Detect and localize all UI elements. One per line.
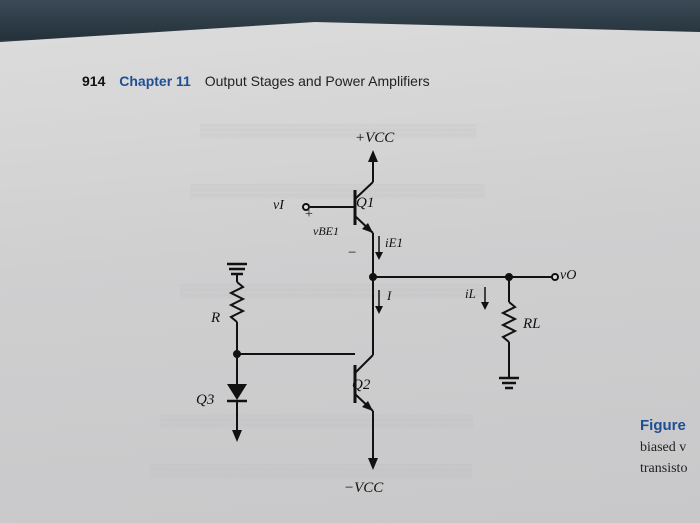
q3-diode	[227, 384, 247, 400]
il-arrow-head	[481, 302, 489, 310]
i-arrow-head	[375, 306, 383, 314]
caption-line-2: transisto	[640, 461, 688, 476]
show-through-text: ▒▒▒▒▒▒▒▒▒▒▒▒▒▒▒▒▒▒▒▒▒▒▒▒▒▒▒▒▒▒▒▒▒▒	[160, 413, 474, 428]
show-through-text: ▒▒▒▒▒▒▒▒▒▒▒▒▒▒▒▒▒▒▒▒▒▒▒▒▒▒▒▒▒▒	[200, 123, 477, 138]
vo-terminal	[551, 273, 559, 281]
vcc-neg-label: −VCC	[344, 480, 384, 496]
r-label: R	[211, 310, 221, 326]
chapter-title: Output Stages and Power Amplifiers	[204, 73, 430, 89]
page-number: 914	[82, 73, 106, 89]
vcc-pos-arrow	[368, 150, 378, 162]
q1-label: Q1	[356, 195, 375, 211]
running-header: 914 Chapter 11 Output Stages and Power A…	[82, 73, 430, 89]
show-through-text: ▒▒▒▒▒▒▒▒▒▒▒▒▒▒▒▒▒▒▒▒▒▒▒▒▒▒▒▒▒▒▒▒▒	[180, 283, 484, 298]
chapter-label: Chapter 11	[119, 73, 191, 89]
i-label: I	[387, 288, 392, 303]
q2-emitter-arrow	[362, 401, 373, 411]
plus-sign: +	[305, 207, 313, 222]
show-through-text: ▒▒▒▒▒▒▒▒▒▒▒▒▒▒▒▒▒▒▒▒▒▒▒▒▒▒▒▒▒▒▒▒▒▒▒	[150, 463, 473, 478]
q3-arrow	[232, 430, 242, 442]
rl-resistor	[500, 301, 518, 343]
q1-collector	[354, 181, 374, 200]
show-through-text: ▒▒▒▒▒▒▒▒▒▒▒▒▒▒▒▒▒▒▒▒▒▒▒▒▒▒▒▒▒▒▒▒	[190, 183, 485, 198]
minus-sign: −	[348, 245, 357, 261]
q3-label: Q3	[196, 392, 215, 408]
rl-label: RL	[523, 316, 541, 332]
q1-emitter-arrow	[362, 223, 373, 233]
vbe1-label: vBE1	[313, 224, 339, 238]
il-label: iL	[465, 286, 476, 301]
r-resistor	[228, 281, 246, 323]
q2-label: Q2	[352, 377, 371, 393]
vi-terminal	[302, 203, 310, 211]
vi-label: vI	[273, 198, 284, 213]
q2-collector	[354, 354, 374, 374]
book-page	[0, 22, 700, 523]
vcc-pos-label: +VCC	[355, 130, 395, 146]
caption-line-1: biased v	[640, 440, 687, 455]
vo-label: vO	[560, 268, 577, 283]
figure-label: Figure	[640, 417, 686, 434]
vcc-neg-arrow	[368, 458, 378, 470]
ie1-label: iE1	[385, 235, 404, 250]
ie1-arrow-head	[375, 252, 383, 260]
